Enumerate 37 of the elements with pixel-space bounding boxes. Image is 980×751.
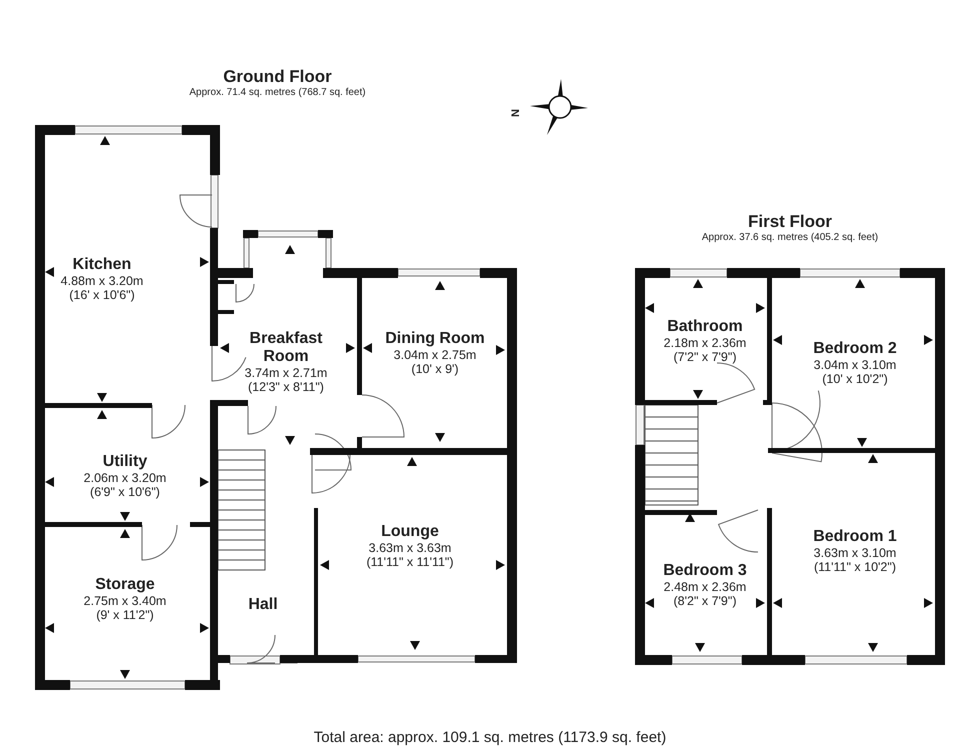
room-dimensions: 2.06m x 3.20m [84, 471, 166, 485]
room-dimensions: 3.63m x 3.10m [814, 546, 896, 560]
room-name: Kitchen [72, 256, 132, 274]
room-name: Bedroom 1 [812, 528, 898, 546]
room-dimensions: 3.63m x 3.63m [368, 541, 452, 555]
room-dimensions: 2.48m x 2.36m [664, 580, 746, 594]
room-dimensions: (9' x 11'2") [96, 608, 154, 622]
room-dimensions: 3.74m x 2.71m [244, 366, 328, 380]
room-dimensions: (11'11" x 10'2") [814, 560, 896, 574]
room-dimensions: (12'3" x 8'11") [248, 380, 324, 394]
room-dimensions: (8'2" x 7'9") [674, 594, 736, 608]
room-name: Bedroom 3 [662, 562, 748, 580]
floor-title: First Floor [748, 212, 832, 232]
floor-area: Approx. 37.6 sq. metres (405.2 sq. feet) [702, 232, 878, 243]
room-name: Lounge [380, 523, 440, 541]
room-name: Hall [247, 596, 279, 614]
total-area-caption: Total area: approx. 109.1 sq. metres (1173.9 sq. feet) [314, 729, 666, 746]
room-dimensions: (6'9" x 10'6") [90, 485, 160, 499]
room-name: Storage [94, 576, 156, 594]
room-dimensions: 3.04m x 3.10m [814, 358, 896, 372]
room-dimensions: 2.75m x 3.40m [84, 594, 166, 608]
room-name: Dining Room [384, 330, 486, 348]
floor-title: Ground Floor [223, 67, 332, 87]
room-dimensions: 2.18m x 2.36m [664, 336, 746, 350]
room-name: Utility [102, 453, 148, 471]
room-dimensions: (7'2" x 7'9") [674, 350, 736, 364]
compass-letter: N [510, 109, 522, 117]
room-dimensions: 4.88m x 3.20m [60, 274, 144, 288]
room-name: Breakfast Room [248, 330, 324, 366]
room-name: Bedroom 2 [812, 340, 898, 358]
room-dimensions: (10' x 9') [411, 362, 459, 376]
room-dimensions: (11'11" x 11'11") [366, 555, 454, 569]
room-dimensions: (16' x 10'6") [69, 288, 135, 302]
floor-area: Approx. 71.4 sq. metres (768.7 sq. feet) [189, 87, 366, 98]
room-name: Bathroom [666, 318, 744, 336]
room-dimensions: (10' x 10'2") [822, 372, 888, 386]
room-dimensions: 3.04m x 2.75m [394, 348, 476, 362]
